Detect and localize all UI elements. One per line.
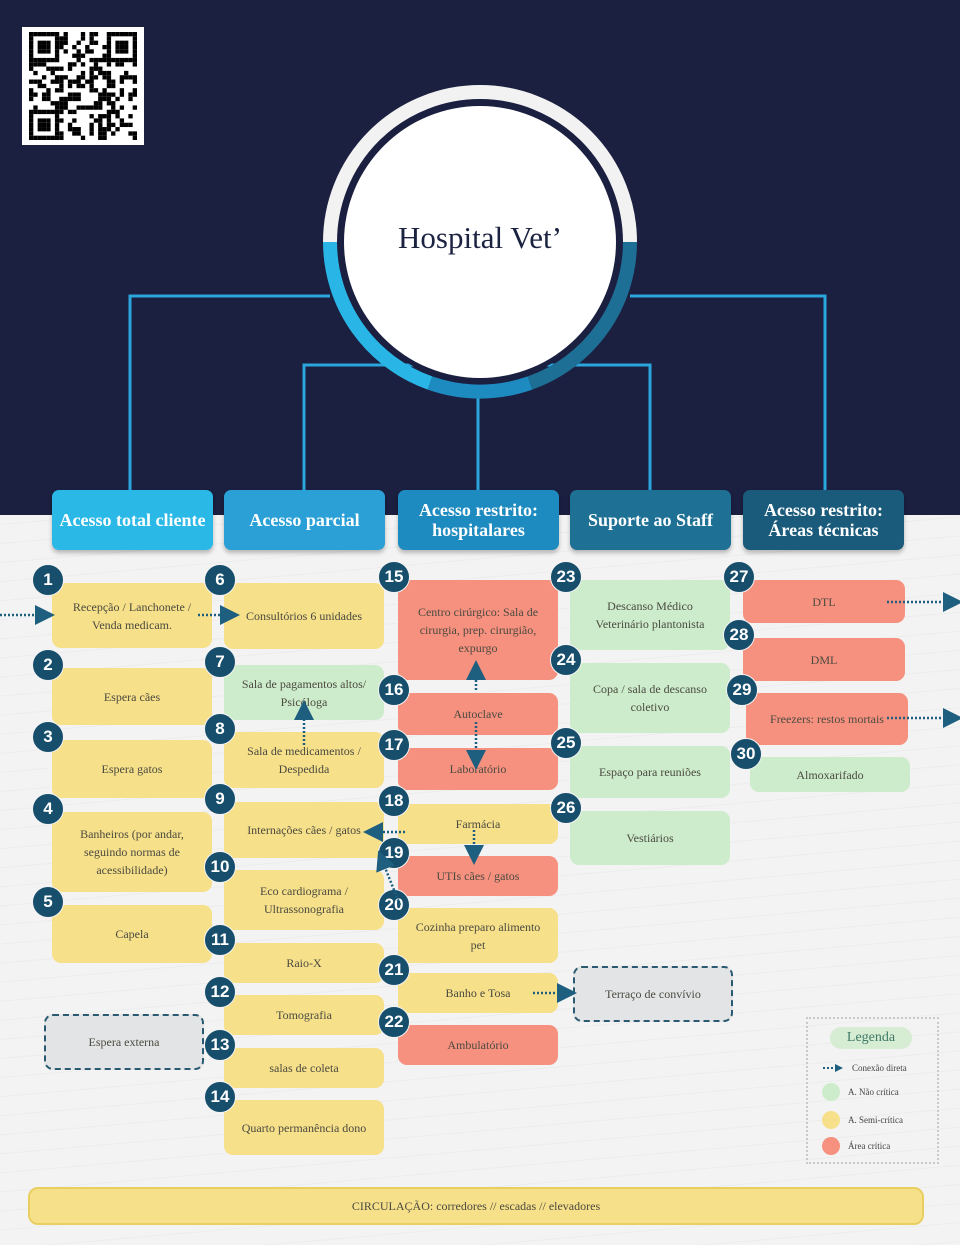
legend-label: A. Semi-crítica — [848, 1115, 903, 1125]
room-number-badge: 3 — [32, 721, 64, 753]
legend-label: Área crítica — [848, 1141, 891, 1151]
room-number-badge: 12 — [204, 976, 236, 1008]
room-box-10: Eco cardiograma / Ultrassonografia — [224, 870, 384, 930]
legend-item-critical: Área crítica — [822, 1137, 890, 1155]
room-box-16: Autoclave — [398, 693, 558, 735]
room-number-badge: 28 — [723, 619, 755, 651]
room-number-badge: 10 — [204, 851, 236, 883]
room-number-badge: 17 — [378, 729, 410, 761]
room-box-3: Espera gatos — [52, 740, 212, 798]
room-box-20: Cozinha preparo alimento pet — [398, 908, 558, 963]
legend-label: Conexão direta — [852, 1063, 907, 1073]
column-header-3: Acesso restrito: hospitalares — [398, 490, 559, 550]
room-number-badge: 8 — [204, 713, 236, 745]
qr-code[interactable] — [22, 27, 144, 145]
room-number-badge: 4 — [32, 793, 64, 825]
green-dot-icon — [822, 1083, 840, 1101]
room-box-15: Centro cirúrgico: Sala de cirurgia, prep… — [398, 580, 558, 680]
room-box-29: Freezers: restos mortais — [746, 693, 908, 745]
room-box-8: Sala de medicamentos / Despedida — [224, 732, 384, 788]
room-box-21: Banho e Tosa — [398, 973, 558, 1013]
room-box-17: Laboratório — [398, 748, 558, 790]
column-header-2: Acesso parcial — [224, 490, 385, 550]
column-header-1: Acesso total cliente — [52, 490, 213, 550]
yellow-dot-icon — [822, 1111, 840, 1129]
room-number-badge: 22 — [378, 1006, 410, 1038]
legend-item-connection: Conexão direta — [822, 1063, 907, 1073]
hospital-title: Hospital Vet’ — [398, 220, 562, 255]
room-box-23: Descanso Médico Veterinário plantonista — [570, 580, 730, 650]
dotted-arrow-icon — [823, 1064, 843, 1072]
room-number-badge: 30 — [730, 738, 762, 770]
room-number-badge: 1 — [32, 564, 64, 596]
room-box-7: Sala de pagamentos altos/ Psicóloga — [224, 665, 384, 720]
espera-externa-box: Espera externa — [44, 1014, 204, 1070]
room-number-badge: 14 — [204, 1081, 236, 1113]
room-number-badge: 9 — [204, 783, 236, 815]
room-number-badge: 2 — [32, 649, 64, 681]
room-box-26: Vestiários — [570, 811, 730, 865]
legend-title: Legenda — [830, 1027, 912, 1049]
column-header-5: Acesso restrito: Áreas técnicas — [743, 490, 904, 550]
room-number-badge: 27 — [723, 561, 755, 593]
room-box-6: Consultórios 6 unidades — [224, 583, 384, 649]
circulation-bar: CIRCULAÇÃO: corredores // escadas // ele… — [28, 1187, 924, 1225]
legend: Legenda Conexão direta A. Não crítica A.… — [806, 1017, 939, 1164]
room-box-5: Capela — [52, 905, 212, 963]
room-number-badge: 13 — [204, 1029, 236, 1061]
room-number-badge: 6 — [204, 564, 236, 596]
room-number-badge: 7 — [204, 646, 236, 678]
room-box-12: Tomografia — [224, 995, 384, 1035]
room-box-19: UTIs cães / gatos — [398, 856, 558, 896]
room-number-badge: 23 — [550, 561, 582, 593]
room-box-18: Farmácia — [398, 804, 558, 844]
room-box-24: Copa / sala de descanso coletivo — [570, 663, 730, 733]
room-box-4: Banheiros (por andar, seguindo normas de… — [52, 812, 212, 892]
room-box-14: Quarto permanência dono — [224, 1100, 384, 1155]
legend-item-non-critical: A. Não crítica — [822, 1083, 899, 1101]
room-box-2: Espera cães — [52, 668, 212, 725]
room-number-badge: 16 — [378, 674, 410, 706]
hub-circle — [323, 85, 637, 399]
room-number-badge: 21 — [378, 954, 410, 986]
room-number-badge: 11 — [204, 924, 236, 956]
room-number-badge: 19 — [378, 837, 410, 869]
room-box-1: Recepção / Lanchonete / Venda medicam. — [52, 583, 212, 648]
room-box-28: DML — [743, 638, 905, 681]
legend-label: A. Não crítica — [848, 1087, 899, 1097]
legend-item-semi-critical: A. Semi-crítica — [822, 1111, 903, 1129]
room-number-badge: 29 — [726, 674, 758, 706]
red-dot-icon — [822, 1137, 840, 1155]
room-box-25: Espaço para reuniões — [570, 746, 730, 798]
room-number-badge: 20 — [378, 889, 410, 921]
room-number-badge: 15 — [378, 561, 410, 593]
room-box-13: salas de coleta — [224, 1048, 384, 1088]
room-number-badge: 26 — [550, 792, 582, 824]
room-box-30: Almoxarifado — [750, 757, 910, 792]
room-box-11: Raio-X — [224, 943, 384, 983]
room-number-badge: 5 — [32, 886, 64, 918]
column-header-4: Suporte ao Staff — [570, 490, 731, 550]
room-number-badge: 18 — [378, 785, 410, 817]
terraco-box: Terraço de convívio — [573, 966, 733, 1022]
room-box-9: Internações cães / gatos — [224, 802, 384, 858]
room-number-badge: 25 — [550, 727, 582, 759]
room-number-badge: 24 — [550, 644, 582, 676]
room-box-22: Ambulatório — [398, 1025, 558, 1065]
room-box-27: DTL — [743, 580, 905, 623]
